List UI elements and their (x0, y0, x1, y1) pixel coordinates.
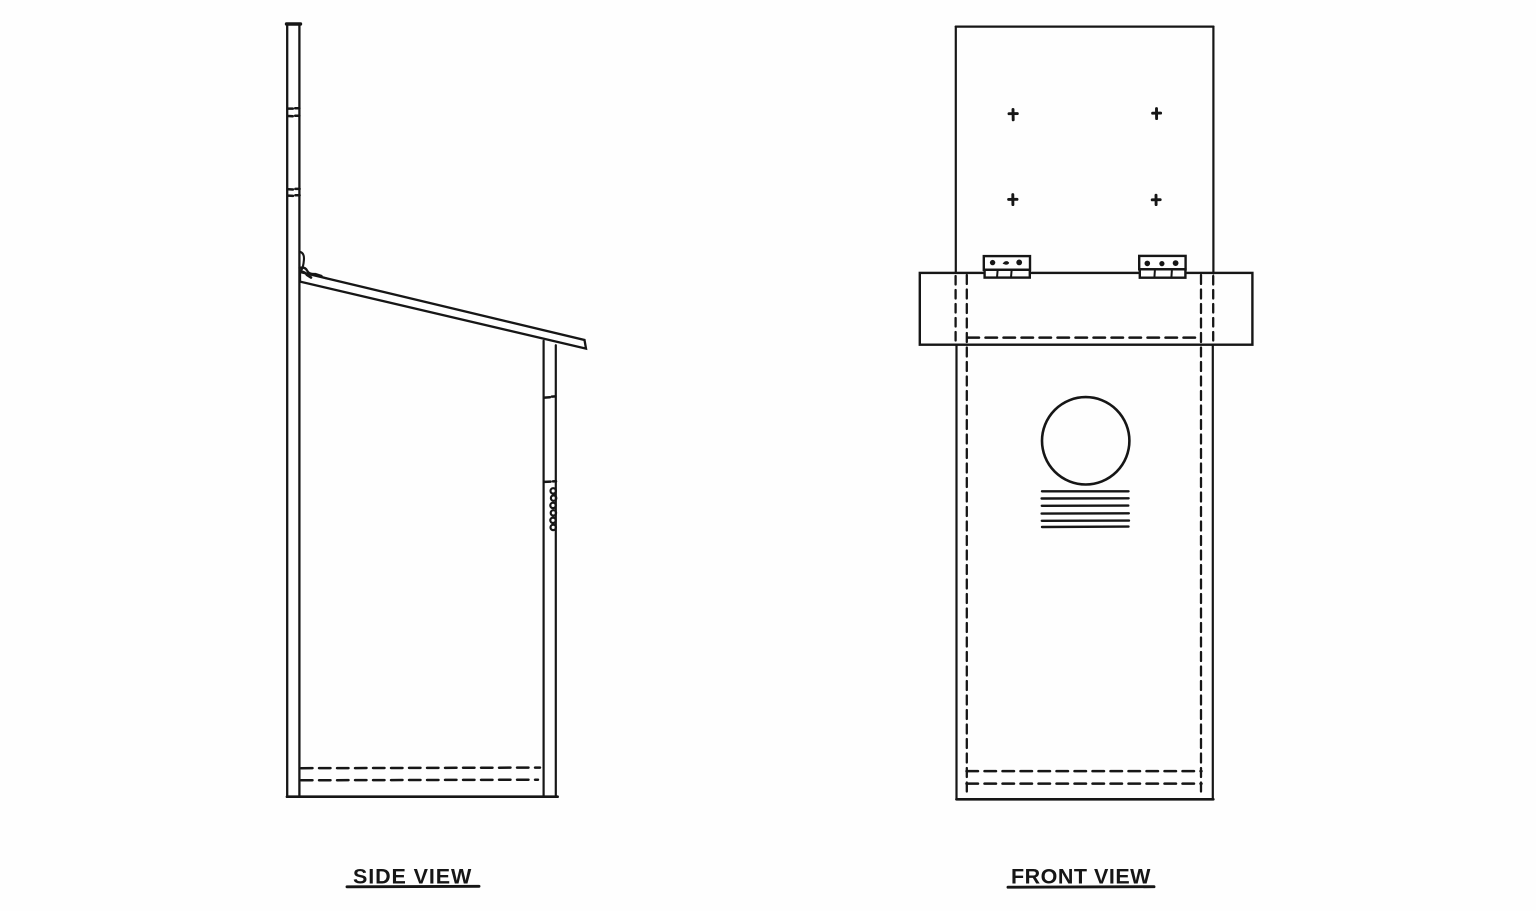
svg-text:SIDE VIEW: SIDE VIEW (353, 865, 472, 889)
svg-text:FRONT VIEW: FRONT VIEW (1011, 865, 1151, 889)
